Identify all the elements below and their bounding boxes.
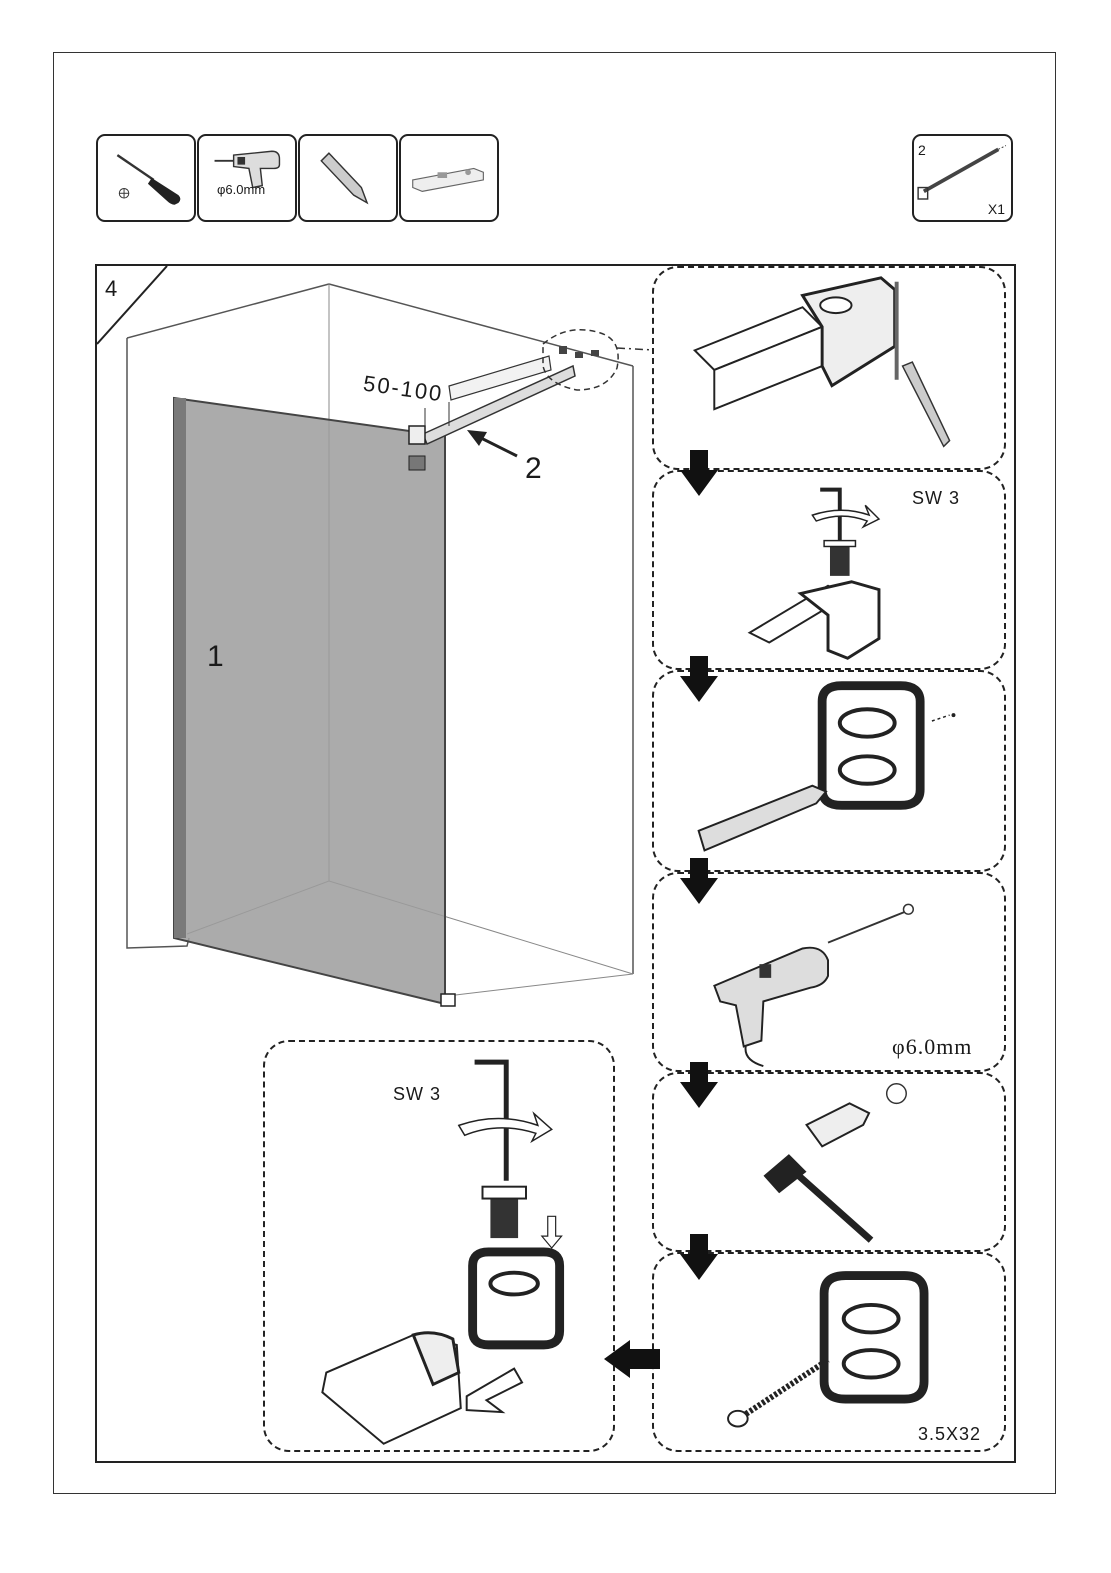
drill-icon (199, 136, 295, 220)
part-2-label: 2 (525, 452, 542, 486)
arrow-down-icon (680, 858, 718, 904)
screwdriver-icon (98, 136, 194, 220)
bracket-closeup-drawing (654, 268, 1004, 468)
tool-pencil (298, 134, 398, 222)
part-quantity: X1 (988, 201, 1005, 217)
step-number: 4 (105, 276, 117, 302)
part-box: 2 X1 (912, 134, 1013, 222)
part-1-label: 1 (207, 640, 224, 674)
arrow-down-icon (680, 1062, 718, 1108)
arrow-down-icon (680, 450, 718, 496)
drill-size-label: φ6.0mm (217, 182, 265, 197)
arrow-down-icon (680, 1234, 718, 1280)
spirit-level-icon (401, 136, 497, 220)
wrench-size-label-bottom: SW 3 (393, 1084, 441, 1105)
tool-level (399, 134, 499, 222)
panel-attach-bracket: SW 3 (263, 1040, 615, 1452)
pencil-icon (300, 136, 396, 220)
screw-size-label: 3.5X32 (918, 1424, 981, 1445)
arrow-down-icon (680, 656, 718, 702)
screw-bracket-drawing (654, 1254, 1004, 1450)
wrench-size-label-top: SW 3 (912, 488, 960, 509)
tool-screwdriver (96, 134, 196, 222)
panel-bracket-closeup (652, 266, 1006, 470)
tool-drill: φ6.0mm (197, 134, 297, 222)
panel-screw-bracket: 3.5X32 (652, 1252, 1006, 1452)
part-number: 2 (918, 142, 926, 158)
drill-size-panel-label: φ6.0mm (892, 1034, 972, 1060)
arrow-left-icon (604, 1340, 660, 1378)
panel-unscrew: SW 3 (652, 470, 1006, 670)
